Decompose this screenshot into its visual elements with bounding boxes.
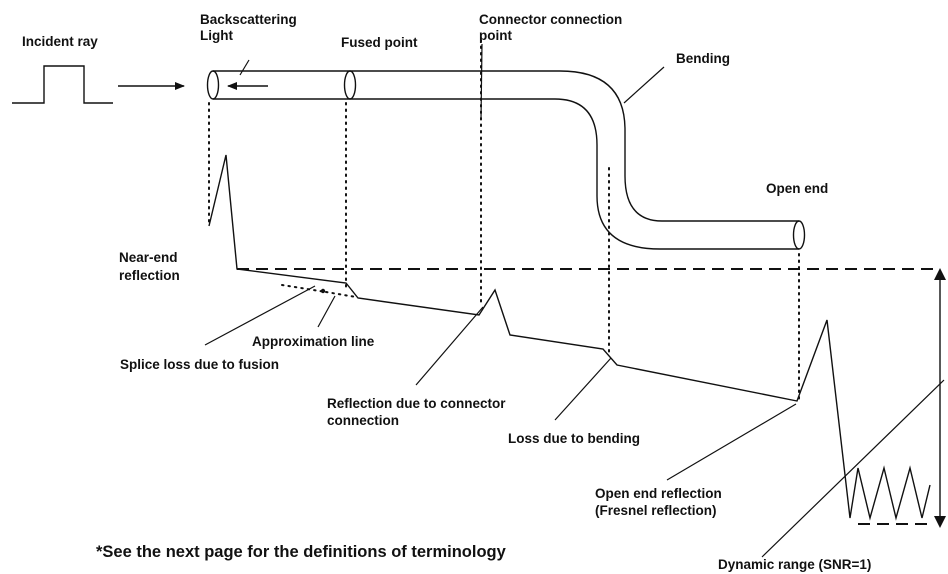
fused-point-label: Fused point — [341, 35, 418, 50]
fiber-tube — [206, 70, 806, 250]
splice-loss-label: Splice loss due to fusion — [120, 357, 279, 372]
reflection-connector-label-line2: connection — [327, 413, 399, 428]
open-end-marker — [792, 220, 806, 250]
fiber-input-end — [206, 70, 220, 100]
approximation-line-label: Approximation line — [252, 334, 375, 349]
loss-bending-label: Loss due to bending — [508, 431, 640, 446]
backscattering-label-line2: Light — [200, 28, 233, 43]
dynamic-range-label: Dynamic range (SNR=1) — [718, 557, 871, 572]
near-end-label-line1: Near-end — [119, 250, 178, 265]
reflection-connector-label-line1: Reflection due to connector — [327, 396, 506, 411]
dynamic-range-arrow — [934, 268, 946, 528]
open-end-reflection-label-line1: Open end reflection — [595, 486, 722, 501]
footnote: *See the next page for the definitions o… — [96, 543, 507, 561]
incident-ray-label: Incident ray — [22, 34, 98, 49]
guide-lines — [208, 39, 800, 401]
backscattering-label-line1: Backscattering — [200, 12, 297, 27]
fused-point-marker — [343, 70, 357, 100]
connector-label-line1: Connector connection — [479, 12, 622, 27]
bending-label: Bending — [676, 51, 730, 66]
leader-lines — [204, 43, 945, 558]
approximation-line — [281, 284, 357, 298]
open-end-label: Open end — [766, 181, 828, 196]
otdr-trace — [208, 154, 931, 521]
incident-pulse — [12, 65, 113, 104]
open-end-reflection-label-line2: (Fresnel reflection) — [595, 503, 717, 518]
connector-label-line2: point — [479, 28, 512, 43]
near-end-label-line2: reflection — [119, 268, 180, 283]
